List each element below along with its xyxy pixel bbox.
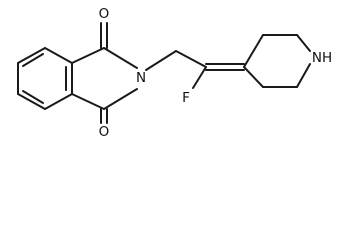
bond-c3-c4 <box>44 93 73 110</box>
piperidine-ring <box>243 34 311 88</box>
bond-p6-p1 <box>243 66 264 88</box>
bond-n-p5 <box>296 63 311 88</box>
carbonyl-bonds <box>100 22 108 124</box>
molecule-diagram: O O N F NH <box>17 6 332 140</box>
side-chain <box>145 50 245 89</box>
bond-cf-f <box>192 66 207 89</box>
bond-ch2-cf <box>175 50 207 68</box>
bond-c6-c1 <box>17 47 46 64</box>
atom-oxygen-top: O <box>99 6 110 22</box>
bond-carbonyl-top-n <box>103 47 138 69</box>
atom-nitrogen-amine: NH <box>312 50 332 66</box>
atom-oxygen-bottom: O <box>99 124 110 140</box>
bond-aromatic-inner-bottom-left <box>22 90 44 104</box>
bond-carbonyl-bottom-n <box>103 88 138 110</box>
bond-aromatic-inner-top-left <box>22 53 44 67</box>
bond-c3-carbonyl-bottom <box>71 93 105 110</box>
bond-c1-c2 <box>44 47 73 64</box>
atom-labels: O O N F NH <box>99 6 332 140</box>
bond-c2-carbonyl-top <box>71 47 105 64</box>
bond-n-ch2 <box>145 50 177 71</box>
atom-nitrogen-imide: N <box>136 70 146 86</box>
bond-p1-p2 <box>243 34 264 68</box>
imide-ring <box>71 47 138 110</box>
structure-canvas: O O N F NH <box>17 6 332 140</box>
bond-c4-c5 <box>17 93 46 110</box>
bond-p3-n <box>296 34 311 52</box>
atom-fluorine: F <box>182 90 190 106</box>
benzene-ring <box>17 47 73 110</box>
